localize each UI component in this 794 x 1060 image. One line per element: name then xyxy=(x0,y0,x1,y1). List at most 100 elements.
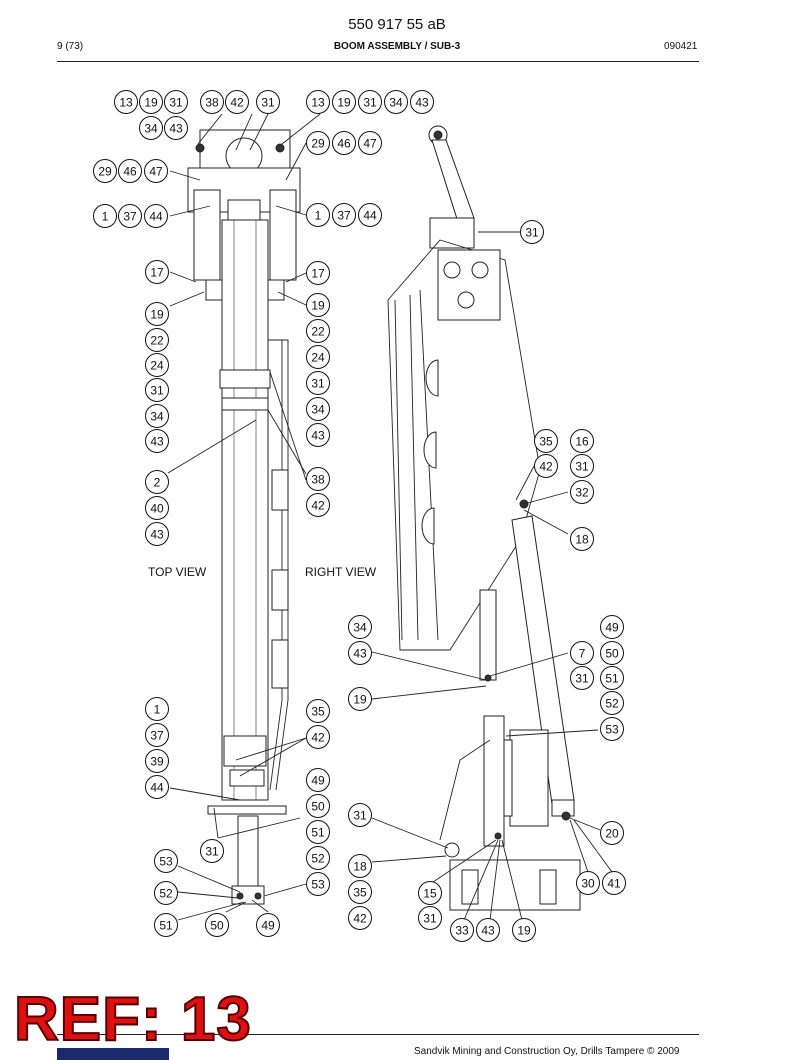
callout-bubble: 43 xyxy=(145,522,169,546)
ref-stamp: REF: 13 xyxy=(13,984,252,1055)
callout-bubble: 20 xyxy=(600,821,624,845)
callout-number: 37 xyxy=(337,209,351,223)
callout-bubble: 19 xyxy=(332,90,356,114)
callout-number: 31 xyxy=(311,377,325,391)
callout-bubble: 50 xyxy=(205,913,229,937)
callout-bubble: 50 xyxy=(306,794,330,818)
callout-number: 34 xyxy=(144,122,158,136)
callout-bubble: 44 xyxy=(144,204,168,228)
callout-number: 22 xyxy=(150,334,164,348)
callout-bubble: 31 xyxy=(520,220,544,244)
callout-number: 24 xyxy=(311,351,325,365)
callout-number: 34 xyxy=(353,621,367,635)
callout-number: 31 xyxy=(150,384,164,398)
callout-number: 19 xyxy=(337,96,351,110)
callout-number: 29 xyxy=(98,165,112,179)
callout-bubble: 31 xyxy=(164,90,188,114)
callout-bubble: 47 xyxy=(358,131,382,155)
callout-number: 31 xyxy=(169,96,183,110)
callout-number: 53 xyxy=(605,723,619,737)
callout-bubble: 29 xyxy=(93,159,117,183)
callout-bubble: 44 xyxy=(358,203,382,227)
callout-number: 46 xyxy=(123,165,137,179)
callout-number: 42 xyxy=(230,96,244,110)
callout-number: 7 xyxy=(579,647,586,661)
callout-bubble: 35 xyxy=(348,880,372,904)
callout-bubble: 40 xyxy=(145,496,169,520)
callout-number: 20 xyxy=(605,827,619,841)
callout-bubble: 7 xyxy=(570,641,594,665)
callout-number: 42 xyxy=(311,499,325,513)
callout-bubble: 37 xyxy=(118,204,142,228)
callout-bubble: 46 xyxy=(118,159,142,183)
callout-bubble: 51 xyxy=(306,820,330,844)
top-view-label: TOP VIEW xyxy=(148,565,207,579)
callout-number: 17 xyxy=(150,266,164,280)
callout-bubble: 49 xyxy=(256,913,280,937)
callout-bubble: 34 xyxy=(139,116,163,140)
callout-number: 1 xyxy=(154,703,161,717)
callout-bubble: 42 xyxy=(306,725,330,749)
footer-divider xyxy=(57,1034,699,1035)
callout-bubble: 34 xyxy=(306,397,330,421)
callout-bubble: 35 xyxy=(534,429,558,453)
callout-number: 19 xyxy=(311,299,325,313)
callout-number: 18 xyxy=(575,533,589,547)
callout-bubble: 43 xyxy=(410,90,434,114)
callout-number: 51 xyxy=(605,672,619,686)
callout-bubble: 43 xyxy=(476,918,500,942)
callout-number: 31 xyxy=(575,460,589,474)
callout-number: 44 xyxy=(150,781,164,795)
callout-bubble: 19 xyxy=(145,302,169,326)
callout-number: 31 xyxy=(205,845,219,859)
callout-bubble: 53 xyxy=(600,717,624,741)
callout-bubble: 17 xyxy=(306,261,330,285)
callout-number: 52 xyxy=(311,852,325,866)
callout-bubble: 51 xyxy=(600,666,624,690)
callout-bubble: 43 xyxy=(164,116,188,140)
callout-bubble: 44 xyxy=(145,775,169,799)
callout-number: 15 xyxy=(423,887,437,901)
callout-number: 46 xyxy=(337,137,351,151)
callout-number: 1 xyxy=(315,209,322,223)
callout-bubble: 18 xyxy=(570,527,594,551)
callout-bubble: 31 xyxy=(570,666,594,690)
callout-number: 44 xyxy=(149,210,163,224)
callout-bubble: 2 xyxy=(145,470,169,494)
callout-bubble: 22 xyxy=(145,328,169,352)
callout-bubble: 31 xyxy=(418,906,442,930)
callout-number: 24 xyxy=(150,359,164,373)
callout-bubble: 50 xyxy=(600,641,624,665)
callout-bubble: 39 xyxy=(145,749,169,773)
document-number: 550 917 55 aB xyxy=(348,16,446,33)
callout-number: 41 xyxy=(607,877,621,891)
callout-number: 31 xyxy=(363,96,377,110)
right-view-drawing xyxy=(387,125,581,911)
callout-bubble: 1 xyxy=(306,203,330,227)
callout-bubble: 16 xyxy=(570,429,594,453)
callout-number: 38 xyxy=(311,473,325,487)
callout-number: 13 xyxy=(311,96,325,110)
callout-bubble: 51 xyxy=(154,913,178,937)
callout-bubble: 13 xyxy=(306,90,330,114)
callout-bubble: 52 xyxy=(306,846,330,870)
callout-number: 40 xyxy=(150,502,164,516)
callout-number: 30 xyxy=(581,877,595,891)
callout-bubble: 35 xyxy=(306,699,330,723)
callout-bubble: 49 xyxy=(306,768,330,792)
callout-number: 18 xyxy=(353,860,367,874)
callout-bubble: 19 xyxy=(306,293,330,317)
callout-number: 29 xyxy=(311,137,325,151)
callout-bubble: 31 xyxy=(358,90,382,114)
callout-bubble: 43 xyxy=(348,641,372,665)
callout-number: 34 xyxy=(150,410,164,424)
callout-number: 31 xyxy=(575,672,589,686)
callout-bubble: 1 xyxy=(93,204,117,228)
callout-bubble: 24 xyxy=(306,345,330,369)
header-divider xyxy=(57,61,699,62)
callout-number: 49 xyxy=(605,621,619,635)
callout-bubble: 42 xyxy=(225,90,249,114)
section-title: BOOM ASSEMBLY / SUB-3 xyxy=(333,41,461,52)
